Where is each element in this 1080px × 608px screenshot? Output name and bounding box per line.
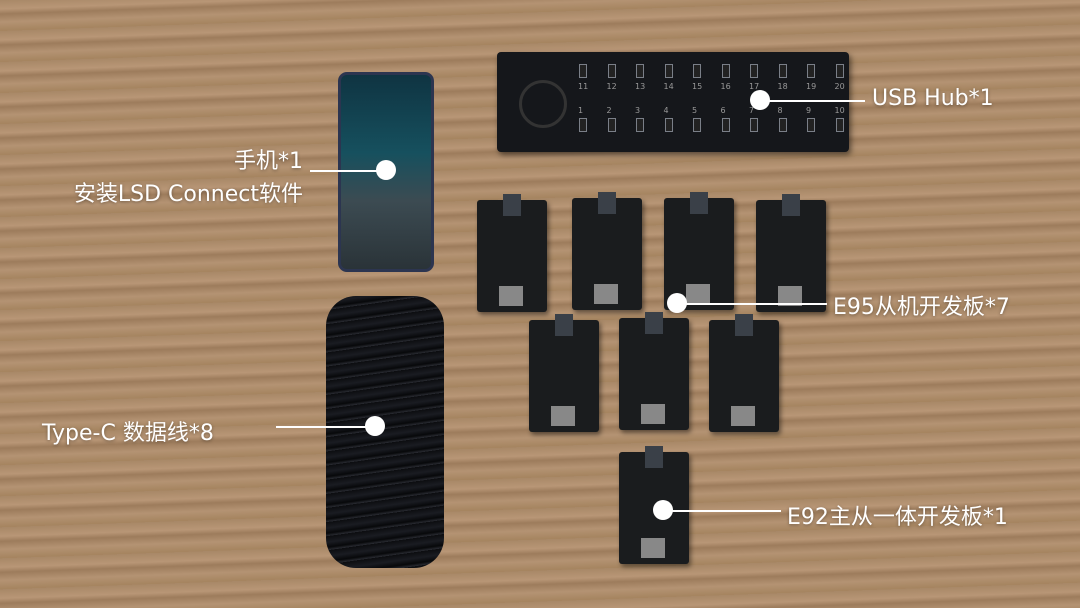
port-number: 12 (606, 82, 617, 91)
e95-pointer-line (677, 303, 827, 305)
phone-pointer-line (310, 170, 386, 172)
usb-c-connector (641, 404, 665, 424)
label-usb-hub: USB Hub*1 (872, 86, 994, 111)
hub-fan (519, 80, 567, 128)
usb-port (721, 64, 730, 78)
usb-port (807, 118, 815, 132)
usb-port (693, 64, 701, 78)
port-number: 2 (606, 106, 612, 115)
cable-pointer-dot (365, 416, 385, 436)
usb-c-connector (499, 286, 523, 306)
usb-port (607, 118, 616, 132)
phone-pointer-dot (376, 160, 396, 180)
port-number: 13 (635, 82, 646, 91)
usb-port (579, 118, 587, 132)
hub-pointer-line (760, 100, 865, 102)
label-e95: E95从机开发板*7 (833, 295, 1010, 320)
usb-port (778, 118, 787, 132)
port-number: 1 (578, 106, 584, 115)
port-number: 10 (834, 106, 845, 115)
usb-port (835, 64, 844, 78)
usb-c-connector (594, 284, 618, 304)
module-chip (735, 314, 753, 336)
port-number: 8 (777, 106, 783, 115)
e95-pointer-dot (667, 293, 687, 313)
usb-c-connector (686, 284, 710, 304)
usb-port (664, 118, 673, 132)
module-chip (645, 312, 663, 334)
port-number: 17 (749, 82, 760, 91)
module-chip (690, 192, 708, 214)
e95-board (529, 314, 599, 432)
usb-port (664, 64, 673, 78)
usb-c-connector (731, 406, 755, 426)
usb-port (750, 64, 758, 78)
e95-board (709, 314, 779, 432)
module-chip (598, 192, 616, 214)
port-number: 14 (663, 82, 674, 91)
e95-board (664, 192, 734, 310)
usb-port (807, 64, 815, 78)
usb-port (636, 118, 644, 132)
module-chip (782, 194, 800, 216)
usb-port (693, 118, 701, 132)
e95-board (477, 194, 547, 312)
port-number: 7 (749, 106, 755, 115)
label-phone: 手机*1 (234, 149, 303, 174)
port-number: 18 (777, 82, 788, 91)
usb-port (607, 64, 616, 78)
e95-board (619, 312, 689, 430)
label-cable: Type-C 数据线*8 (42, 421, 214, 446)
module-chip (503, 194, 521, 216)
port-number: 16 (720, 82, 731, 91)
port-number: 15 (692, 82, 703, 91)
cable-pointer-line (276, 426, 375, 428)
label-phone-app: 安装LSD Connect软件 (73, 182, 303, 207)
port-number: 20 (834, 82, 845, 91)
port-number: 19 (806, 82, 817, 91)
label-e92: E92主从一体开发板*1 (787, 505, 1008, 530)
usb-port (721, 118, 730, 132)
port-number: 3 (635, 106, 641, 115)
port-number: 5 (692, 106, 698, 115)
module-chip (555, 314, 573, 336)
e95-board (572, 192, 642, 310)
usb-port (750, 118, 758, 132)
usb-c-connector (641, 538, 665, 558)
usb-c-connector (778, 286, 802, 306)
port-number: 9 (806, 106, 812, 115)
module-chip (645, 446, 663, 468)
port-number: 6 (720, 106, 726, 115)
usb-port (778, 64, 787, 78)
usb-c-connector (551, 406, 575, 426)
usb-port (835, 118, 844, 132)
port-number: 11 (578, 82, 589, 91)
usb-port (579, 64, 587, 78)
e92-pointer-dot (653, 500, 673, 520)
hub-pointer-dot (750, 90, 770, 110)
e95-board (756, 194, 826, 312)
e92-pointer-line (663, 510, 781, 512)
usb-port (636, 64, 644, 78)
port-number: 4 (663, 106, 669, 115)
type-c-cables (326, 296, 444, 568)
